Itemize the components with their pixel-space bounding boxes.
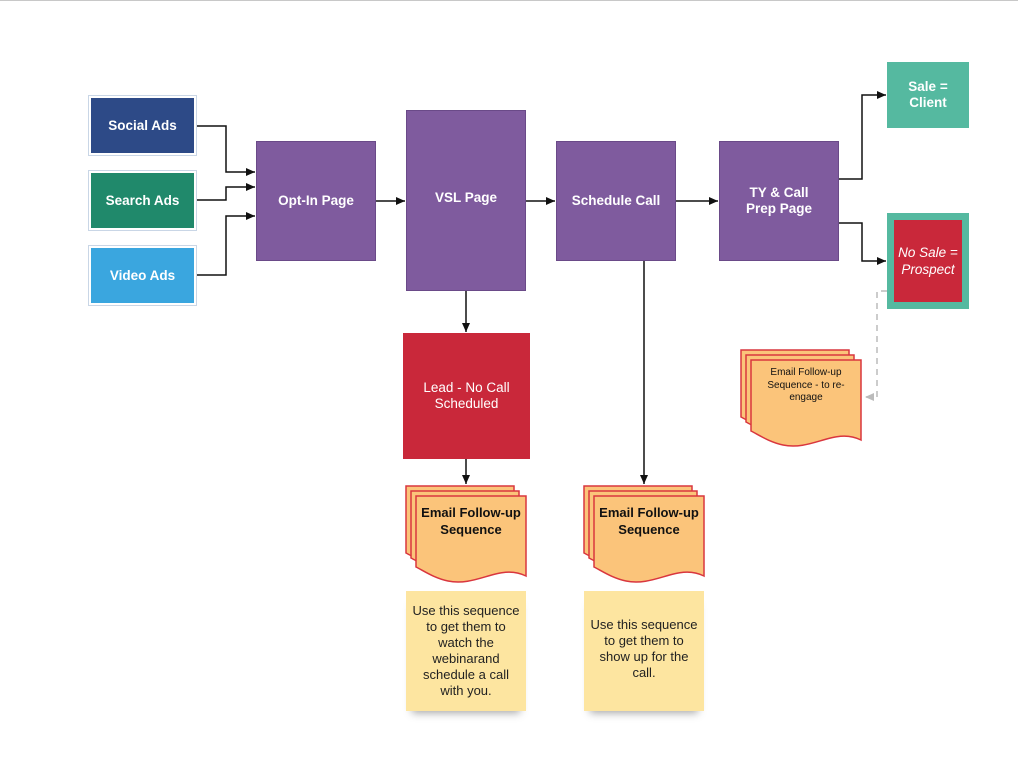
email-doc-stack-lead [405, 485, 527, 583]
sale-client-node: Sale = Client [887, 62, 969, 128]
arrow-search-to-optin [196, 183, 255, 201]
dashed-nosale-to-reengage [865, 290, 887, 401]
no-sale-prospect-node: No Sale = Prospect [887, 213, 969, 309]
schedule-call-node: Schedule Call [556, 141, 676, 261]
sticky-note-call: Use this sequence to get them to show up… [584, 591, 704, 711]
email-doc-stack-reengage [740, 349, 862, 447]
video-ads-node: Video Ads [88, 245, 197, 306]
no-sale-prospect-label: No Sale = Prospect [894, 220, 962, 302]
email-seq-reengage-label: Email Follow-up Sequence - to re-engage [767, 367, 845, 403]
arrow-ty-to-nosale [839, 222, 886, 265]
sticky-note-lead: Use this sequence to get them to watch t… [406, 591, 526, 711]
arrow-ty-to-sale [839, 91, 886, 180]
opt-in-page-node: Opt-In Page [256, 141, 376, 261]
arrow-video-to-optin [196, 212, 255, 276]
email-seq-call-label: Email Follow-up Sequence [599, 505, 699, 537]
social-ads-node: Social Ads [88, 95, 197, 156]
lead-no-call-node: Lead - No Call Scheduled [403, 333, 530, 459]
email-seq-lead-label: Email Follow-up Sequence [421, 505, 521, 537]
search-ads-node: Search Ads [88, 170, 197, 231]
ty-call-prep-node: TY & Call Prep Page [719, 141, 839, 261]
vsl-page-node: VSL Page [406, 110, 526, 291]
sale-client-label: Sale = Client [908, 79, 948, 110]
arrow-social-to-optin [196, 125, 255, 176]
email-doc-stack-call [583, 485, 705, 583]
